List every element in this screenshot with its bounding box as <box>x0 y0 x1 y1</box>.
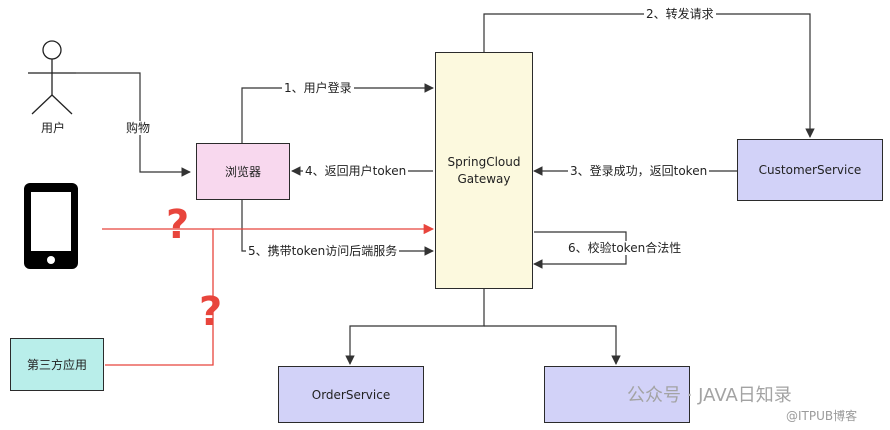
edge-label-step2: 2、转发请求 <box>644 7 716 21</box>
customer-service-node: CustomerService <box>737 139 883 201</box>
edge-label-step5: 5、携带token访问后端服务 <box>246 244 400 258</box>
third-party-app-label: 第三方应用 <box>26 358 87 372</box>
edge-label-step6: 6、校验token合法性 <box>566 241 684 255</box>
question-mark-phone: ? <box>166 202 190 248</box>
edge-label-shopping: 购物 <box>124 121 153 135</box>
edge-label-step1: 1、用户登录 <box>282 81 354 95</box>
gateway-node: SpringCloud Gateway <box>435 52 533 289</box>
edge-gateway-service-right <box>484 325 621 365</box>
third-party-app-node: 第三方应用 <box>10 338 104 391</box>
mobile-phone-icon <box>24 183 78 269</box>
gateway-label-line2: Gateway <box>457 171 511 186</box>
order-service-node: OrderService <box>278 366 424 423</box>
edge-gateway-services <box>345 289 485 365</box>
edge-step1 <box>241 83 434 143</box>
edge-label-step4: 4、返回用户token <box>303 164 409 178</box>
edge-label-step3: 3、登录成功，返回token <box>568 164 710 178</box>
user-figure-icon <box>28 40 76 115</box>
question-mark-third-party: ? <box>199 289 223 335</box>
user-label: 用户 <box>39 121 68 135</box>
unlabeled-service-node <box>544 366 690 423</box>
gateway-label-line1: SpringCloud <box>447 154 521 169</box>
watermark-text: 公众号 · JAVA日知录 <box>627 385 792 406</box>
order-service-label: OrderService <box>311 387 391 402</box>
browser-label: 浏览器 <box>224 165 261 179</box>
edge-third-party-unauthorized <box>105 229 214 366</box>
watermark-subtext: @ITPUB博客 <box>786 409 858 423</box>
customer-service-label: CustomerService <box>758 163 862 177</box>
browser-node: 浏览器 <box>196 143 290 200</box>
